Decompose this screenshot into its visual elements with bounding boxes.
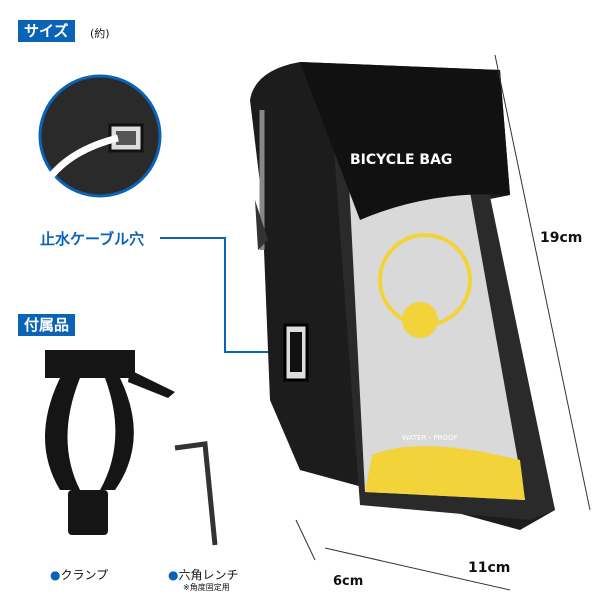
approx-note: (約) [90, 27, 110, 40]
port-label: 止水ケーブル穴 [40, 230, 145, 248]
wrench-label: 六角レンチ [178, 568, 239, 582]
hex-wrench [174, 441, 218, 546]
pointer-line [160, 237, 290, 353]
bicycle-bag [250, 62, 555, 530]
waterproof-text: WATER・PROOF [402, 434, 457, 442]
clamp-label: クランプ [60, 568, 109, 582]
brand-text: BICYCLE BAG [350, 152, 452, 168]
wrench-note: ※角度固定用 [183, 583, 230, 592]
accessory-wrench: ●六角レンチ [168, 568, 239, 582]
accessories-tag: 付属品 [18, 314, 76, 336]
port-closeup [38, 74, 162, 198]
width-dimension: 11cm [468, 560, 511, 576]
clamp [45, 350, 175, 535]
height-dimension: 19cm [540, 230, 583, 246]
size-tag: サイズ [18, 20, 75, 42]
accessory-clamp: ●クランプ [50, 568, 109, 582]
depth-dimension: 6cm [333, 574, 364, 589]
